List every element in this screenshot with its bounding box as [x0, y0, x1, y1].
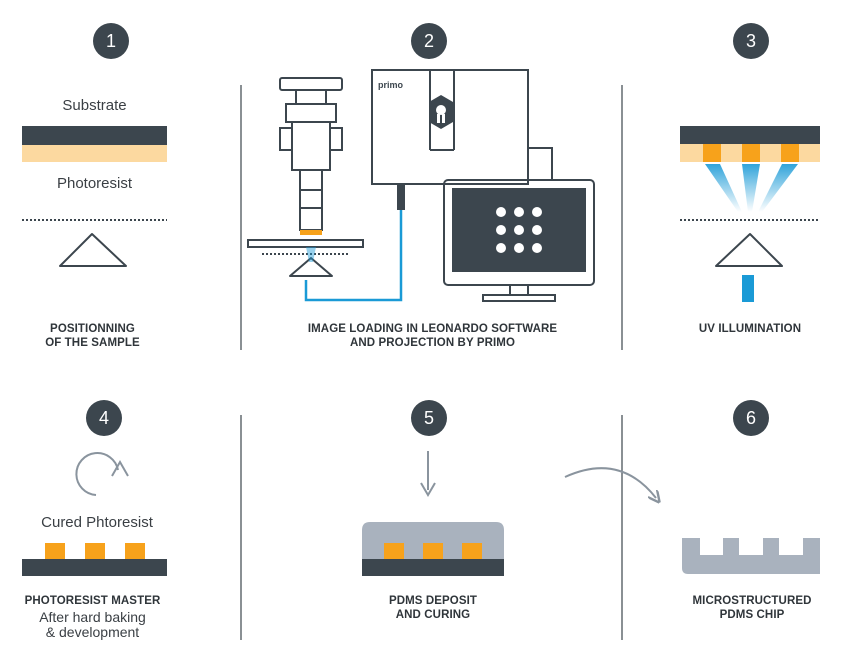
photoresist-layer: [22, 145, 167, 162]
exposed-region: [703, 144, 721, 162]
step1-illustration: [22, 126, 167, 267]
baking-rotate-icon: [75, 452, 119, 496]
step5-illustration: [362, 451, 504, 576]
step2-number-badge: 2: [411, 23, 447, 59]
exposed-region: [742, 144, 760, 162]
cured-photoresist-block: [423, 543, 443, 559]
step5-number-badge: 5: [411, 400, 447, 436]
microscope-sample: [300, 230, 322, 235]
substrate-layer: [362, 559, 504, 576]
curved-arrow-icon: [564, 467, 656, 498]
cured-photoresist-block: [125, 543, 145, 559]
down-arrow-icon: [420, 482, 436, 497]
step4-number-badge: 4: [86, 400, 122, 436]
column-dividers: [240, 85, 623, 640]
primo-connector: [397, 184, 405, 210]
step4-illustration: [22, 452, 167, 576]
pdms-chip: [682, 538, 820, 574]
cured-photoresist-block: [45, 543, 65, 559]
step4-caption: PHOTORESIST MASTER: [24, 595, 161, 607]
uv-beam: [758, 164, 798, 212]
objective-prism-icon: [59, 233, 127, 267]
light-beam: [306, 247, 316, 262]
photoresist-label: Photoresist: [56, 175, 133, 192]
substrate-layer: [680, 126, 820, 144]
uv-beam: [742, 164, 760, 212]
dot-pattern-icon: [496, 207, 542, 253]
step6-number-badge: 6: [733, 400, 769, 436]
step3-caption: UV ILLUMINATION: [698, 323, 802, 335]
primo-device: [371, 69, 529, 185]
primo-brand-label: primo: [378, 80, 404, 90]
step2-illustration: [247, 69, 595, 302]
step1-number-badge: 1: [93, 23, 129, 59]
cured-photoresist-block: [384, 543, 404, 559]
uv-source: [742, 275, 754, 302]
cured-photoresist-block: [462, 543, 482, 559]
microscope-icon: [247, 77, 364, 277]
objective-prism-icon: [715, 233, 783, 267]
substrate-label: Substrate: [62, 97, 127, 114]
step4-subcaption: After hard baking& development: [39, 609, 146, 640]
cured-photoresist-label: Cured Phtoresist: [41, 514, 153, 531]
fiber-cable: [304, 210, 403, 302]
step3-illustration: [680, 126, 820, 302]
step3-number-badge: 3: [733, 23, 769, 59]
substrate-layer: [22, 126, 167, 145]
uv-beam: [705, 164, 742, 212]
data-cable: [528, 147, 553, 180]
cured-photoresist-block: [85, 543, 105, 559]
exposed-region: [781, 144, 799, 162]
substrate-layer: [22, 559, 167, 576]
